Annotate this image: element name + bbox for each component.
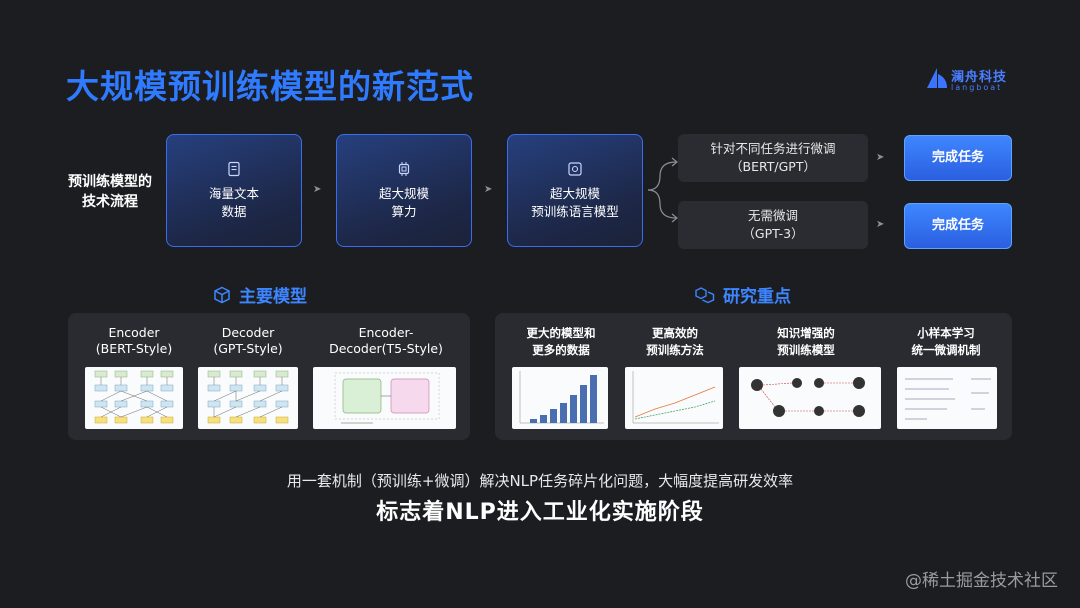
fewshot-prompt-figure: [897, 367, 997, 429]
research-panel: 更大的模型和 更多的数据 更高效的 预训练方法 知识增强的 预训练模型 小样本学…: [495, 313, 1012, 440]
arrow-right-icon: ➤: [484, 184, 492, 195]
scaling-bar-chart: [512, 367, 608, 429]
logo-tagline: langboat: [951, 83, 1002, 92]
task-complete-badge: 完成任务: [904, 203, 1012, 249]
encoder-diagram: [85, 367, 183, 429]
logo-mark-icon: [925, 66, 949, 90]
research-item-efficiency: 更高效的 预训练方法: [625, 325, 725, 359]
flow-label: 预训练模型的 技术流程: [60, 172, 160, 212]
model-decoder-label: Decoder (GPT-Style): [198, 325, 298, 357]
watermark: @稀土掘金技术社区: [905, 566, 1058, 591]
summary-text: 用一套机制（预训练+微调）解决NLP任务碎片化问题，大幅度提高研发效率: [0, 470, 1080, 491]
branch-no-finetune: 无需微调 （GPT-3）: [678, 201, 868, 249]
model-icon: [567, 161, 583, 177]
efficiency-line-chart: [625, 367, 723, 429]
flow-step-pretrained-model: 超大规模 预训练语言模型: [507, 134, 643, 247]
main-models-panel: Encoder (BERT-Style) Decoder (GPT-Style)…: [68, 313, 470, 440]
arrow-right-icon: ➤: [876, 219, 884, 230]
cube-icon: [213, 286, 231, 304]
document-icon: [226, 161, 242, 177]
research-item-scale: 更大的模型和 更多的数据: [511, 325, 611, 359]
main-models-heading: 主要模型: [213, 282, 307, 307]
research-item-knowledge: 知识增强的 预训练模型: [743, 325, 869, 359]
model-encoder-label: Encoder (BERT-Style): [84, 325, 184, 357]
model-encoder-decoder-label: Encoder- Decoder(T5-Style): [316, 325, 456, 357]
flow-step-compute: 超大规模 算力: [336, 134, 472, 247]
arrow-right-icon: ➤: [876, 152, 884, 163]
arrow-right-icon: ➤: [313, 184, 321, 195]
cubes-icon: [695, 286, 715, 304]
research-item-fewshot: 小样本学习 统一微调机制: [891, 325, 1001, 359]
headline-text: 标志着NLP进入工业化实施阶段: [0, 494, 1080, 526]
encoder-decoder-diagram: [313, 367, 456, 429]
flow-step-text-data: 海量文本 数据: [166, 134, 302, 247]
task-complete-badge: 完成任务: [904, 135, 1012, 181]
knowledge-graph-figure: [739, 367, 881, 429]
branch-finetune: 针对不同任务进行微调 （BERT/GPT）: [678, 134, 868, 182]
chip-icon: [396, 161, 412, 177]
decoder-diagram: [198, 367, 298, 429]
research-heading: 研究重点: [695, 282, 791, 307]
page-title: 大规模预训练模型的新范式: [66, 60, 474, 108]
branch-connector: [646, 150, 680, 230]
company-logo: 澜舟科技 langboat: [925, 66, 1020, 96]
